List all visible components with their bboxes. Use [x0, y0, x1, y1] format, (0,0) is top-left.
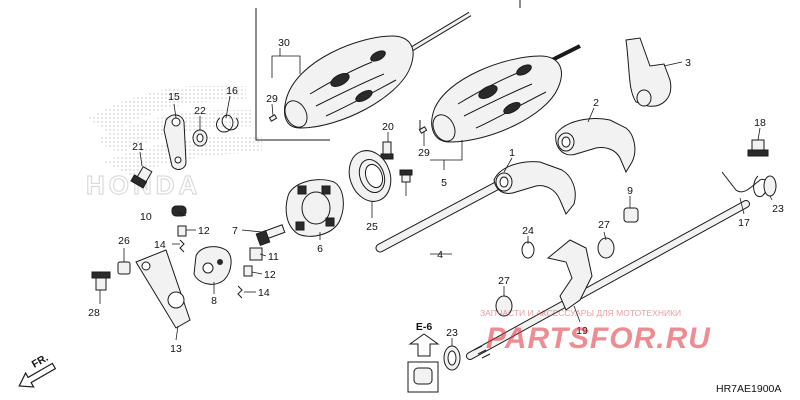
subassembly-frame: [255, 0, 521, 141]
callout-13: 13: [170, 343, 182, 355]
section-ref-e6: [407, 333, 440, 393]
collar-22: [192, 129, 208, 147]
pawl-14: [179, 239, 243, 299]
collar-9: [623, 207, 639, 223]
callout-8: 8: [211, 295, 217, 307]
shift-fork-3: [625, 37, 672, 107]
callout-29: 29: [266, 93, 278, 105]
seal-27: [495, 237, 615, 317]
callout-27: 27: [598, 219, 610, 231]
callout-17: 17: [738, 217, 750, 229]
callout-1: 1: [509, 147, 515, 159]
shop-watermark: ЗАПЧАСТИ И АКСЕССУАРЫ ДЛЯ МОТОТЕХНИКИ PA…: [480, 308, 711, 355]
callout-20: 20: [382, 121, 394, 133]
drum-center-6: [285, 179, 344, 237]
bolt-7: [255, 224, 286, 246]
callout-12: 12: [198, 225, 210, 237]
callout-12-b: 12: [264, 269, 276, 281]
callout-14: 14: [154, 239, 166, 251]
callout-14-b: 14: [258, 287, 270, 299]
bearing-25: [348, 150, 392, 202]
shift-spindle-19: [466, 200, 750, 360]
shift-drum-5: [431, 44, 581, 143]
callout-22: 22: [194, 105, 206, 117]
callout-18: 18: [754, 117, 766, 129]
callout-9: 9: [627, 185, 633, 197]
callout-labels: 30 29 15 22 16 21 20 29 5 25 1 2 3 18 9 …: [88, 37, 784, 355]
return-spring-16: [216, 114, 239, 133]
callout-11: 11: [268, 251, 279, 263]
fork-shaft-4: [375, 177, 509, 253]
leader-lines: [99, 48, 773, 346]
callout-15: 15: [168, 91, 180, 103]
pin-29: [268, 114, 428, 134]
shift-drum-assembly-30: [284, 11, 472, 129]
shift-fork-2: [555, 118, 636, 174]
callout-16: 16: [226, 85, 238, 97]
callout-29-b: 29: [418, 147, 430, 159]
callout-23: 23: [772, 203, 784, 215]
reference-code: HR7AE1900A: [716, 383, 781, 395]
callout-21: 21: [132, 141, 144, 153]
stopper-arm-15: [163, 114, 187, 170]
callout-6: 6: [317, 243, 323, 255]
bolt-21: [130, 166, 153, 189]
direction-indicator: FR.: [18, 352, 57, 388]
callout-7: 7: [232, 225, 238, 237]
bolt-18: [747, 139, 769, 157]
collar-26: [117, 261, 131, 275]
callout-19: 19: [576, 325, 588, 337]
pin-10: [171, 205, 187, 217]
shop-tagline: ЗАПЧАСТИ И АКСЕССУАРЫ ДЛЯ МОТОТЕХНИКИ: [480, 308, 681, 318]
callout-10: 10: [140, 211, 152, 223]
return-spring-17: [721, 171, 768, 198]
callout-27-b: 27: [498, 275, 510, 287]
oil-seal-23: [443, 175, 777, 371]
collar-11: [249, 247, 263, 261]
callout-5: 5: [441, 177, 447, 189]
callout-28: 28: [88, 307, 100, 319]
bolt-20: [380, 141, 413, 183]
bolt-28: [91, 271, 111, 291]
callout-4: 4: [437, 249, 443, 261]
washer-24: [521, 241, 535, 259]
shop-logo: PARTSFOR.RU: [486, 322, 711, 355]
stopper-plate-13: [135, 249, 191, 329]
front-arrow-icon: [18, 362, 57, 388]
section-ref-label: E-6: [416, 321, 433, 333]
callout-26: 26: [118, 235, 130, 247]
callout-3: 3: [685, 57, 691, 69]
callout-25: 25: [366, 221, 378, 233]
spring-12: [177, 225, 253, 277]
callout-23-b: 23: [446, 327, 458, 339]
shift-fork-1: [493, 161, 576, 215]
callout-30: 30: [278, 37, 290, 49]
callout-2: 2: [593, 97, 599, 109]
plate-8: [193, 246, 232, 285]
callout-24: 24: [522, 225, 534, 237]
